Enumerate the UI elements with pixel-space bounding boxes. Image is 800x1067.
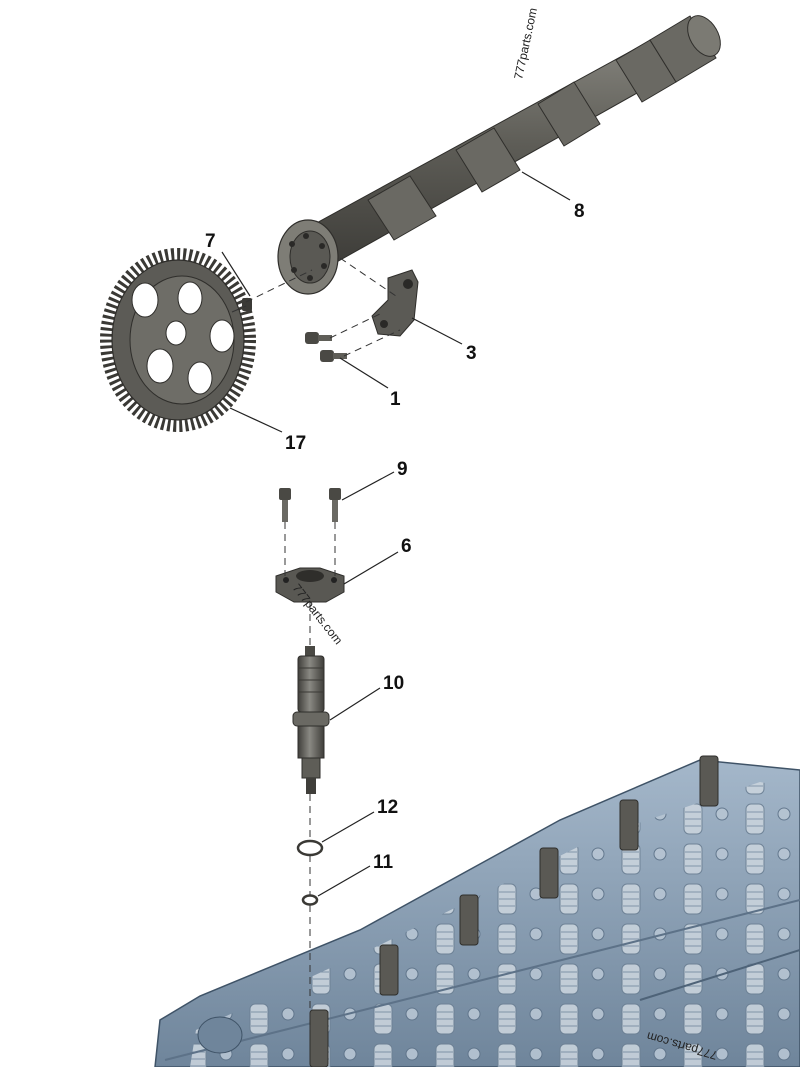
dowel-pin [242,298,252,311]
callout-12: 12 [377,797,398,818]
callout-11: 11 [373,852,394,873]
injector-clamp [275,567,345,603]
assembly-lines [231,257,401,1030]
callouts: 8 7 3 1 17 9 6 10 12 11 [205,201,585,873]
fuel-injector [292,646,330,794]
sealing-washer [301,894,319,906]
callout-6: 6 [401,536,412,557]
o-ring [296,839,324,857]
callout-17: 17 [285,433,306,454]
injector-clamp-bolts [279,488,341,522]
watermark-top: 777parts.com [511,7,540,81]
leader-lines [221,171,571,897]
camshaft-gear [100,248,256,432]
callout-3: 3 [466,343,477,364]
callout-1: 1 [390,389,401,410]
bracket-bolts [305,332,347,362]
installed-injectors [309,755,719,1067]
callout-7: 7 [205,231,216,252]
camshaft [277,15,721,295]
cylinder-head [154,755,800,1067]
callout-10: 10 [383,673,404,694]
callout-9: 9 [397,459,408,480]
thrust-bracket [371,269,419,337]
callout-8: 8 [574,201,585,222]
